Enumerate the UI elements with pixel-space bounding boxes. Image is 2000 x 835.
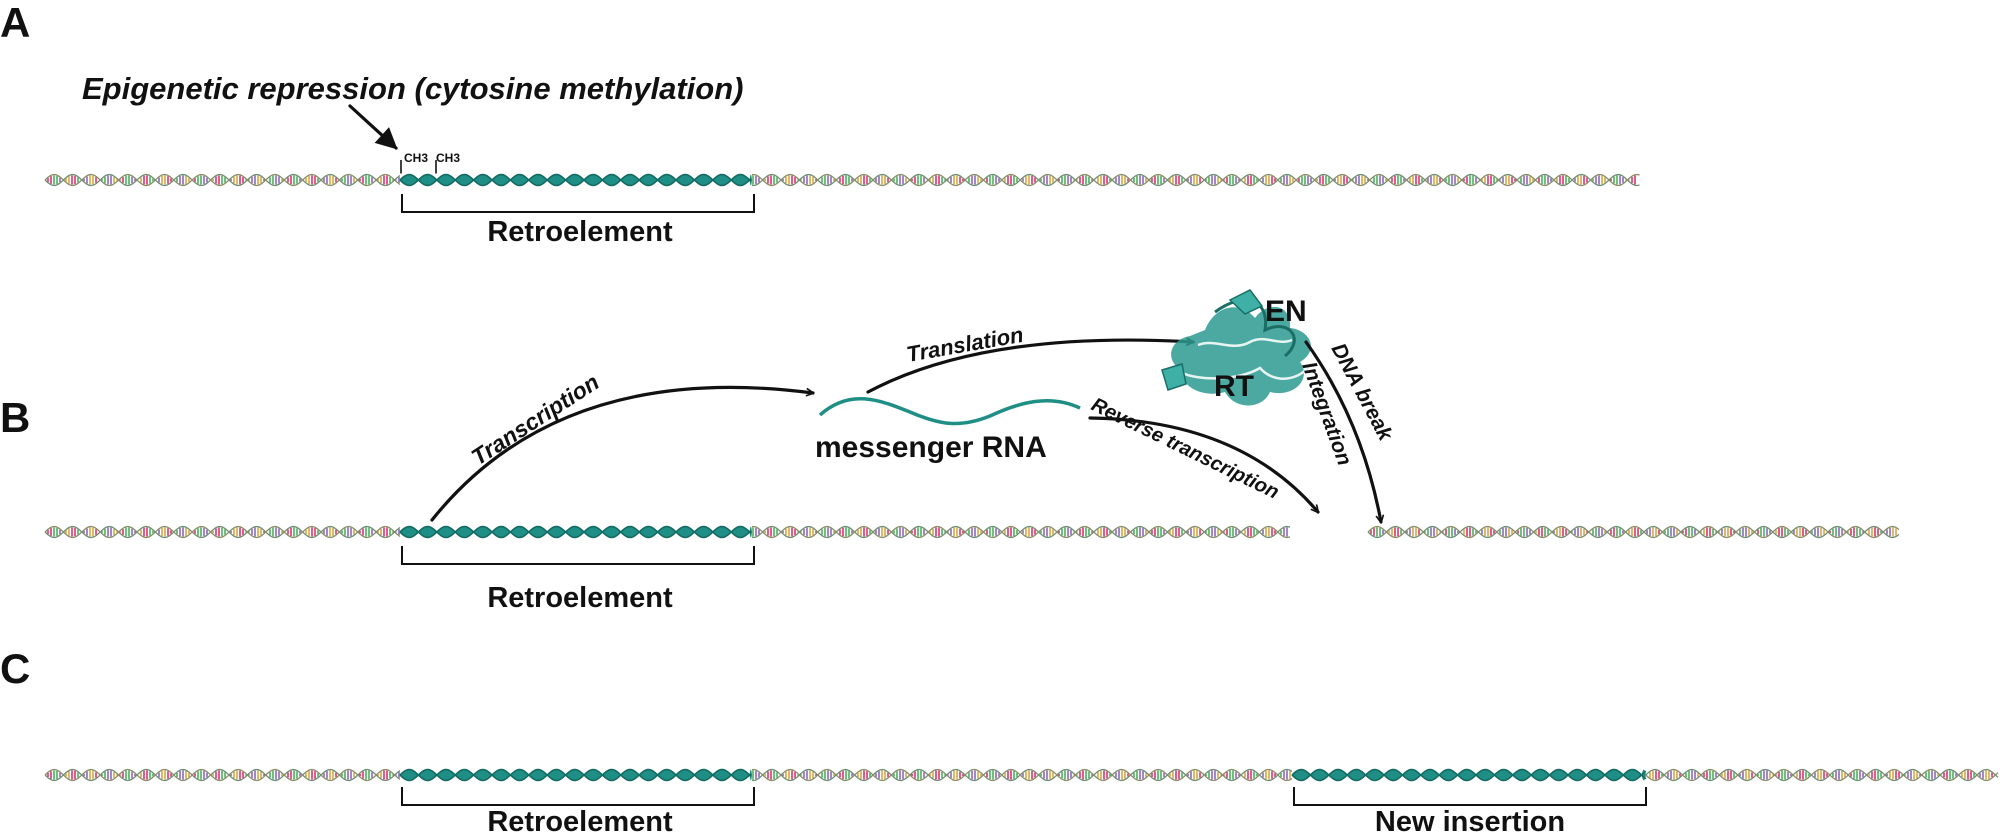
new-insertion-segment [1291, 768, 1647, 782]
dna-strand-a [44, 173, 1640, 187]
mrna-label: messenger RNA [815, 431, 1047, 464]
protein-ribbon [1161, 289, 1312, 406]
panel-c-letter: C [0, 645, 30, 692]
translation-label: Translation [905, 322, 1026, 367]
panel-a: A Epigenetic repression (cytosine methyl… [0, 0, 1640, 248]
methyl-label-1: CH3 [404, 151, 428, 165]
new-insertion-label: New insertion [1375, 806, 1565, 835]
retroelement-bracket-c [401, 787, 755, 806]
new-insertion-bracket [1293, 787, 1647, 806]
retroelement-label-c: Retroelement [487, 806, 673, 835]
retroelement-segment-a [399, 173, 752, 187]
retroelement-segment-c [399, 768, 752, 782]
methyl-label-2: CH3 [436, 151, 460, 165]
dna-break-arrow [1304, 340, 1381, 522]
endonuclease-label: EN [1265, 295, 1307, 328]
dna-strand-b-right [1367, 525, 1900, 539]
reverse-transcription-arrow [1088, 416, 1318, 512]
panel-b-letter: B [0, 394, 30, 441]
mrna-strand [818, 396, 1081, 426]
epigenetic-repression-label: Epigenetic repression (cytosine methylat… [82, 71, 744, 106]
retroelement-label-b: Retroelement [487, 582, 673, 614]
panel-c: C Retroelement New insertion [0, 645, 1999, 835]
translation-arrow [866, 340, 1193, 394]
panel-b: B Retroelement Transcription messenger R… [0, 289, 1900, 614]
panel-a-letter: A [0, 0, 30, 46]
retroelement-segment-b [399, 525, 752, 539]
methylation-arrow [348, 104, 398, 150]
retroelement-label-a: Retroelement [487, 216, 673, 248]
transcription-arrow [430, 385, 813, 522]
dna-strand-c [44, 768, 1999, 782]
retroelement-bracket-b [401, 546, 755, 565]
transcription-label: Transcription [467, 369, 604, 471]
reverse-transcriptase-label: RT [1214, 370, 1254, 403]
retroelement-bracket-a [401, 194, 755, 213]
reverse-transcription-label: Reverse transcription [1088, 394, 1282, 504]
